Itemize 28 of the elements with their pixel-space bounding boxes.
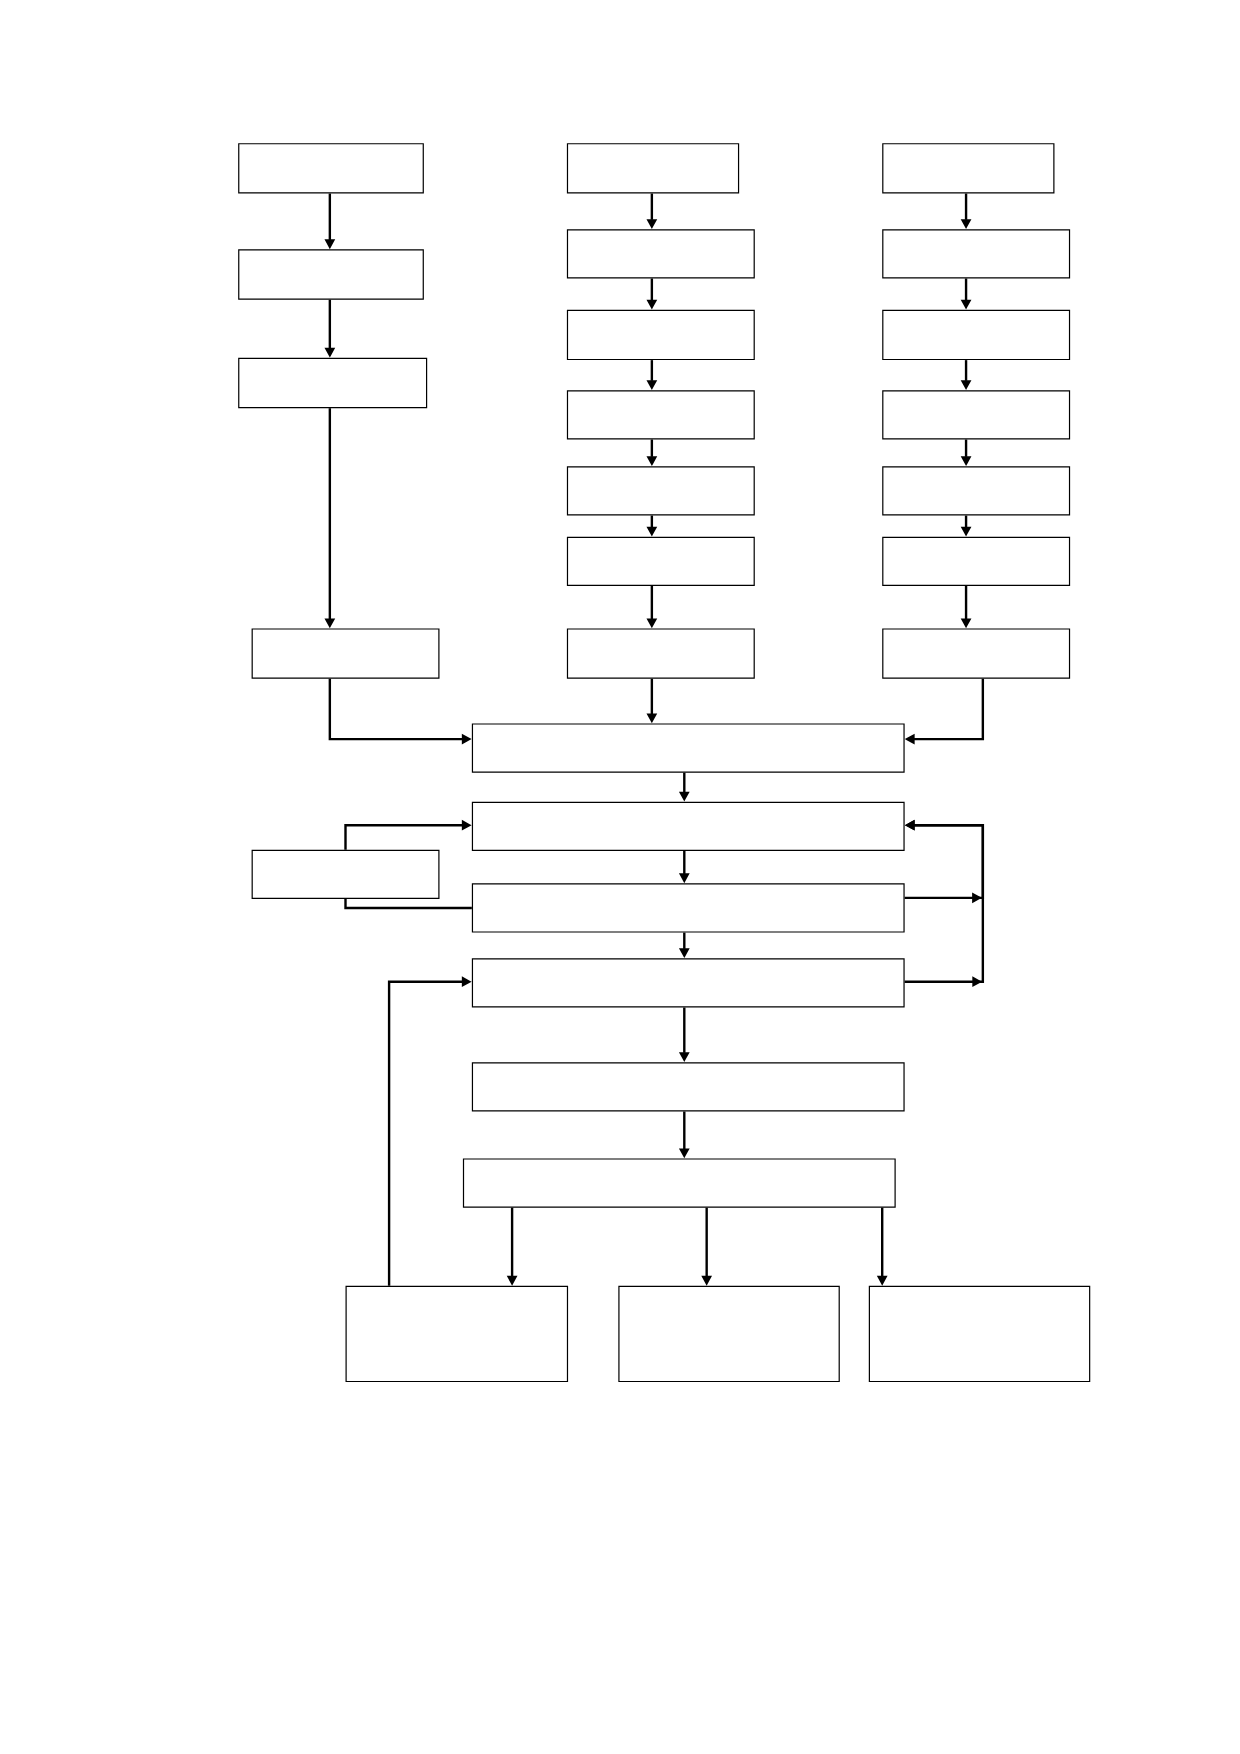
process-box [566, 466, 755, 516]
process-box [238, 249, 424, 300]
process-box [868, 1285, 1091, 1383]
process-box [618, 1285, 840, 1383]
process-box [882, 628, 1071, 679]
process-box [471, 723, 905, 773]
process-box [471, 1062, 905, 1112]
process-box [566, 309, 755, 361]
process-box [882, 143, 1055, 194]
process-box [471, 958, 905, 1008]
process-box [462, 1158, 896, 1208]
process-box [882, 466, 1071, 516]
process-box [251, 628, 440, 679]
process-box [566, 229, 755, 279]
process-box [471, 801, 905, 851]
process-box [882, 229, 1071, 279]
process-box [471, 883, 905, 933]
process-box [238, 357, 428, 409]
process-box [345, 1285, 569, 1383]
process-box [566, 628, 755, 679]
process-box [882, 536, 1071, 586]
process-box [238, 143, 424, 194]
process-box [882, 309, 1071, 361]
process-box [251, 849, 440, 900]
process-box [566, 390, 755, 440]
process-box [882, 390, 1071, 440]
process-box [566, 143, 740, 194]
process-box [566, 536, 755, 586]
